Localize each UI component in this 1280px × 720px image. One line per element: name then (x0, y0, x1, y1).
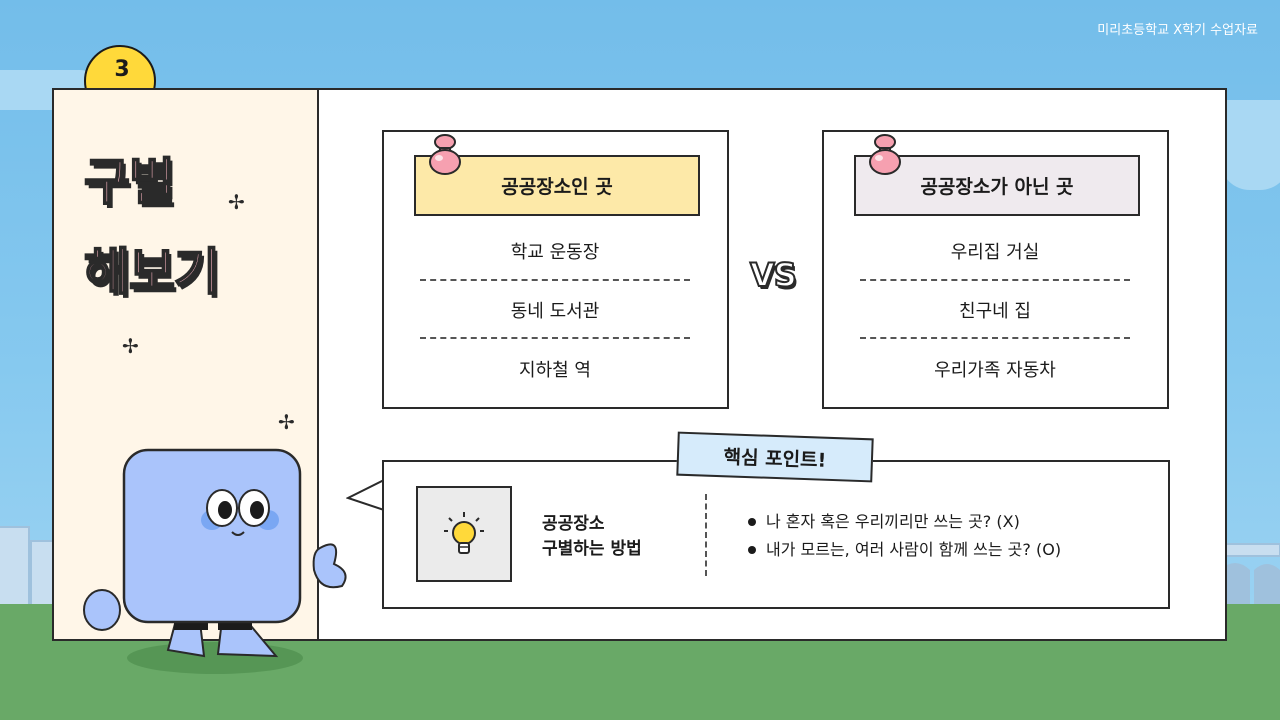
non-public-place-card: 공공장소가 아닌 곳 우리집 거실 친구네 집 우리가족 자동차 (822, 130, 1169, 409)
document-caption: 미리초등학교 X학기 수업자료 (1097, 23, 1258, 38)
public-place-item: 학교 운동장 (510, 242, 600, 263)
lightbulb-frame (416, 486, 512, 582)
public-place-heading: 공공장소인 곳 (414, 155, 700, 216)
lightbulb-icon (444, 512, 484, 554)
public-place-card: 공공장소인 곳 학교 운동장 동네 도서관 지하철 역 (382, 130, 729, 409)
non-public-place-heading: 공공장소가 아닌 곳 (854, 155, 1140, 216)
public-place-heading-text: 공공장소인 곳 (501, 176, 613, 198)
key-point-box: 공공장소 구별하는 방법 나 혼자 혹은 우리끼리만 쓰는 곳? (X) 내가 … (382, 460, 1170, 609)
page-title-line2: 해보기 (83, 242, 221, 302)
building (0, 526, 30, 616)
dashed-divider (420, 279, 690, 281)
dashed-divider (860, 337, 1130, 339)
sparkle-icon: ✢ (228, 190, 245, 214)
non-public-place-heading-text: 공공장소가 아닌 곳 (920, 176, 1074, 198)
sparkle-icon: ✢ (278, 410, 295, 434)
pushpin-icon (429, 134, 461, 175)
non-public-place-item: 우리가족 자동차 (934, 360, 1056, 381)
mascot-character (83, 448, 347, 674)
versus-label: VS (749, 255, 798, 295)
bridge-illustration (1220, 543, 1280, 610)
dashed-divider (420, 337, 690, 339)
cloud (1220, 130, 1280, 190)
key-point-list: 나 혼자 혹은 우리끼리만 쓰는 곳? (X) 내가 모르는, 여러 사람이 함… (748, 508, 1061, 564)
key-point-bullet: 나 혼자 혹은 우리끼리만 쓰는 곳? (X) (748, 508, 1061, 536)
key-point-bullet: 내가 모르는, 여러 사람이 함께 쓰는 곳? (O) (748, 536, 1061, 564)
key-point-title-line1: 공공장소 (542, 514, 605, 534)
page-title-line1: 구별 (83, 152, 176, 212)
step-number: 3 (114, 57, 130, 82)
dashed-vertical-divider (705, 494, 707, 576)
public-place-item: 동네 도서관 (510, 301, 600, 322)
non-public-place-item: 친구네 집 (959, 301, 1031, 322)
sparkle-icon: ✢ (122, 334, 139, 358)
non-public-place-item: 우리집 거실 (950, 242, 1040, 263)
pushpin-icon (869, 134, 901, 175)
public-place-item: 지하철 역 (519, 360, 591, 381)
key-point-title-line2: 구별하는 방법 (542, 539, 642, 559)
dashed-divider (860, 279, 1130, 281)
key-point-tag: 핵심 포인트! (676, 431, 874, 483)
key-point-title: 공공장소 구별하는 방법 (542, 512, 642, 562)
